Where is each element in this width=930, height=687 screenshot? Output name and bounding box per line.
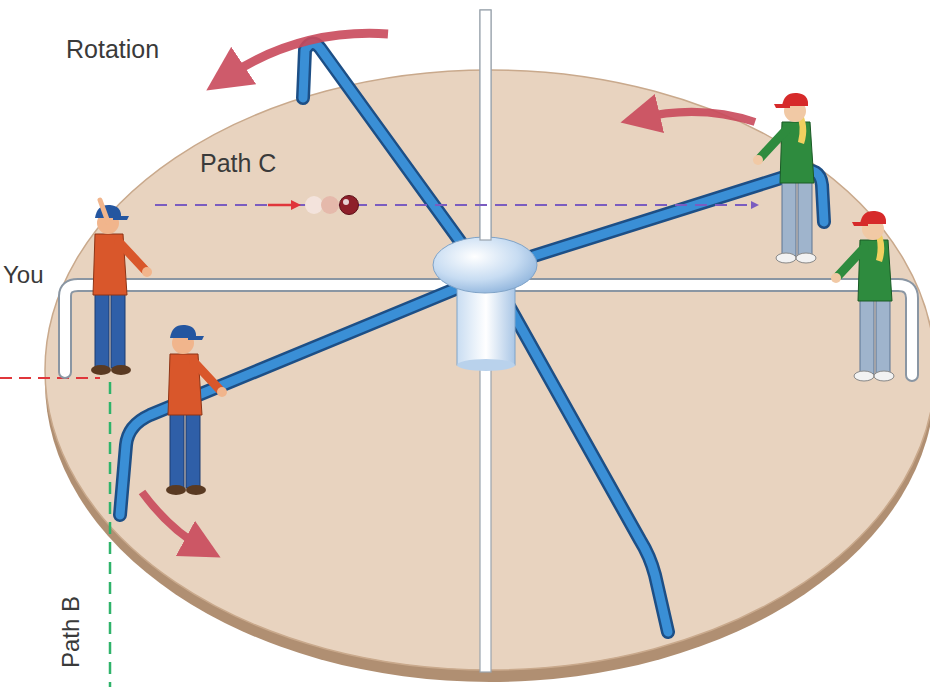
girl-figure — [831, 211, 894, 381]
boy-figure — [91, 205, 152, 375]
rotation-label: Rotation — [66, 36, 159, 64]
motion-arrow — [142, 492, 203, 548]
ball — [305, 196, 359, 215]
red-dashed-line — [0, 377, 100, 379]
path-c-line — [155, 204, 755, 206]
raised-hand — [100, 200, 108, 222]
path-b-line — [109, 382, 112, 687]
blue-bars — [303, 43, 824, 265]
hub-post-base — [457, 359, 515, 371]
girl-figure — [753, 93, 816, 263]
path-label: Path B — [58, 596, 84, 668]
boy-figure — [166, 325, 227, 495]
ball-arrow — [268, 204, 296, 207]
person-label: You — [3, 262, 44, 288]
hub-post — [457, 285, 515, 365]
path-label: Path C — [200, 150, 276, 178]
motion-arrow — [640, 112, 755, 122]
hub — [433, 237, 537, 293]
rotation-arrow — [225, 33, 388, 78]
blue-bars-front — [120, 285, 668, 632]
